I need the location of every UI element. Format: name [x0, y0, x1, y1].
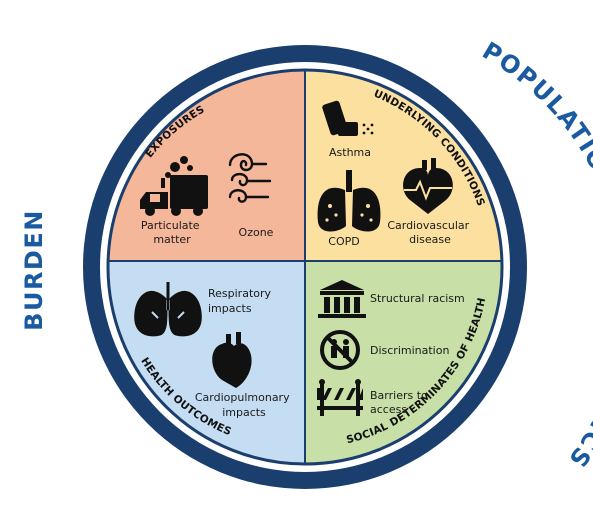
particulate-matter-line-2: matter — [153, 233, 191, 246]
respiratory-impacts-line-1: Respiratory — [208, 287, 272, 300]
cardiopulmonary-impacts-line-1: Cardiopulmonary — [195, 391, 290, 404]
particulate-matter-line-1: Particulate — [141, 219, 200, 232]
cardiovascular-disease-label: Cardiovascular disease — [387, 219, 472, 246]
burden-label: BURDEN — [20, 209, 48, 331]
barriers-to-access-line-2: access — [370, 403, 407, 416]
heart-ecg-icon — [403, 158, 453, 214]
barrier-icon — [317, 379, 363, 416]
asthma-label: Asthma — [329, 146, 371, 159]
inhaler-icon — [322, 100, 374, 136]
truck-exhaust-icon — [140, 156, 208, 216]
cardiopulmonary-impacts-line-2: impacts — [222, 406, 266, 419]
wind-swirl-icon — [228, 153, 272, 203]
heart-icon — [212, 332, 252, 388]
respiratory-impacts-line-2: impacts — [208, 302, 252, 315]
structural-racism-label: Structural racism — [370, 292, 465, 305]
inner-circle-border — [106, 68, 504, 466]
cardiovascular-disease-line-1: Cardiovascular — [387, 219, 469, 232]
ozone-label: Ozone — [239, 226, 274, 239]
barriers-to-access-line-1: Barriers to — [370, 389, 428, 402]
particulate-matter-label: Particulate matter — [141, 219, 203, 246]
cardiopulmonary-impacts-label: Cardiopulmonary impacts — [195, 391, 293, 419]
cardiovascular-disease-line-2: disease — [409, 233, 451, 246]
lungs-icon — [134, 282, 202, 337]
diseased-lungs-icon — [317, 170, 381, 232]
no-people-icon — [320, 330, 360, 370]
barriers-to-access-label: Barriers to access — [370, 389, 431, 416]
respiratory-impacts-label: Respiratory impacts — [208, 287, 275, 315]
discrimination-label: Discrimination — [370, 344, 449, 357]
copd-label: COPD — [328, 235, 359, 248]
building-columns-icon — [318, 280, 366, 318]
